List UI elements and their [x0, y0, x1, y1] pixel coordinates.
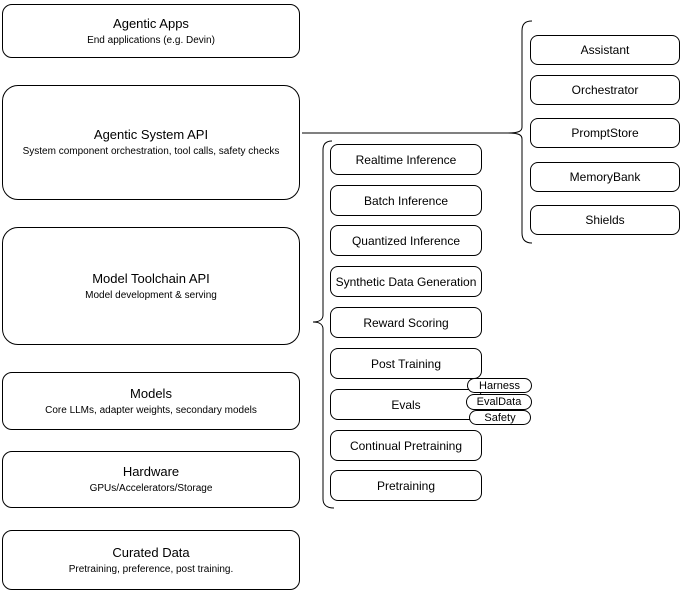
item-label: Batch Inference	[363, 193, 449, 208]
node-title: Models	[130, 385, 172, 401]
node-models: Models Core LLMs, adapter weights, secon…	[2, 372, 300, 430]
item-orchestrator: Orchestrator	[530, 75, 680, 105]
item-label: Orchestrator	[571, 83, 639, 97]
item-realtime-inference: Realtime Inference	[330, 144, 482, 175]
node-subtitle: System component orchestration, tool cal…	[22, 146, 280, 157]
item-quantized-inference: Quantized Inference	[330, 225, 482, 256]
item-label: Evals	[391, 397, 421, 412]
item-evals: Evals	[330, 389, 482, 420]
item-label: Quantized Inference	[351, 233, 461, 248]
item-memorybank: MemoryBank	[530, 162, 680, 192]
tag-label: Harness	[479, 379, 520, 392]
item-label: Post Training	[370, 356, 442, 371]
item-assistant: Assistant	[530, 35, 680, 65]
tag-safety: Safety	[469, 410, 531, 425]
item-label: PromptStore	[571, 126, 639, 140]
item-reward-scoring: Reward Scoring	[330, 307, 482, 338]
item-label: Continual Pretraining	[349, 438, 463, 453]
brace-toolchain	[312, 140, 335, 509]
item-promptstore: PromptStore	[530, 118, 680, 148]
node-title: Agentic Apps	[113, 15, 189, 31]
tag-harness: Harness	[467, 378, 532, 393]
node-subtitle: Model development & serving	[85, 289, 217, 301]
item-batch-inference: Batch Inference	[330, 185, 482, 216]
item-label: Assistant	[580, 43, 630, 57]
item-label: Reward Scoring	[363, 315, 449, 330]
node-model-toolchain-api: Model Toolchain API Model development & …	[2, 227, 300, 345]
node-curated-data: Curated Data Pretraining, preference, po…	[2, 530, 300, 590]
node-subtitle: End applications (e.g. Devin)	[87, 34, 215, 46]
node-title: Hardware	[122, 464, 180, 479]
node-agentic-system-api: Agentic System API System component orch…	[2, 85, 300, 200]
node-title: Model Toolchain API	[92, 270, 210, 286]
item-label: Shields	[585, 213, 625, 227]
node-hardware: Hardware GPUs/Accelerators/Storage	[2, 451, 300, 508]
node-subtitle: GPUs/Accelerators/Storage	[89, 483, 213, 494]
node-title: Curated Data	[112, 544, 190, 560]
tag-evaldata: EvalData	[466, 394, 532, 410]
brace-system-components	[507, 20, 533, 244]
item-post-training: Post Training	[330, 348, 482, 379]
node-title: Agentic System API	[93, 127, 209, 142]
item-shields: Shields	[530, 205, 680, 235]
item-synthetic-data-generation: Synthetic Data Generation	[330, 266, 482, 297]
item-label: Realtime Inference	[355, 152, 457, 167]
node-agentic-apps: Agentic Apps End applications (e.g. Devi…	[2, 4, 300, 58]
tag-label: Safety	[484, 411, 516, 424]
item-label: Pretraining	[376, 478, 436, 493]
item-label: MemoryBank	[569, 170, 641, 184]
node-subtitle: Core LLMs, adapter weights, secondary mo…	[45, 404, 257, 416]
node-subtitle: Pretraining, preference, post training.	[68, 563, 234, 575]
item-pretraining: Pretraining	[330, 470, 482, 501]
tag-label: EvalData	[476, 396, 522, 408]
item-label: Synthetic Data Generation	[335, 274, 477, 289]
item-continual-pretraining: Continual Pretraining	[330, 430, 482, 461]
